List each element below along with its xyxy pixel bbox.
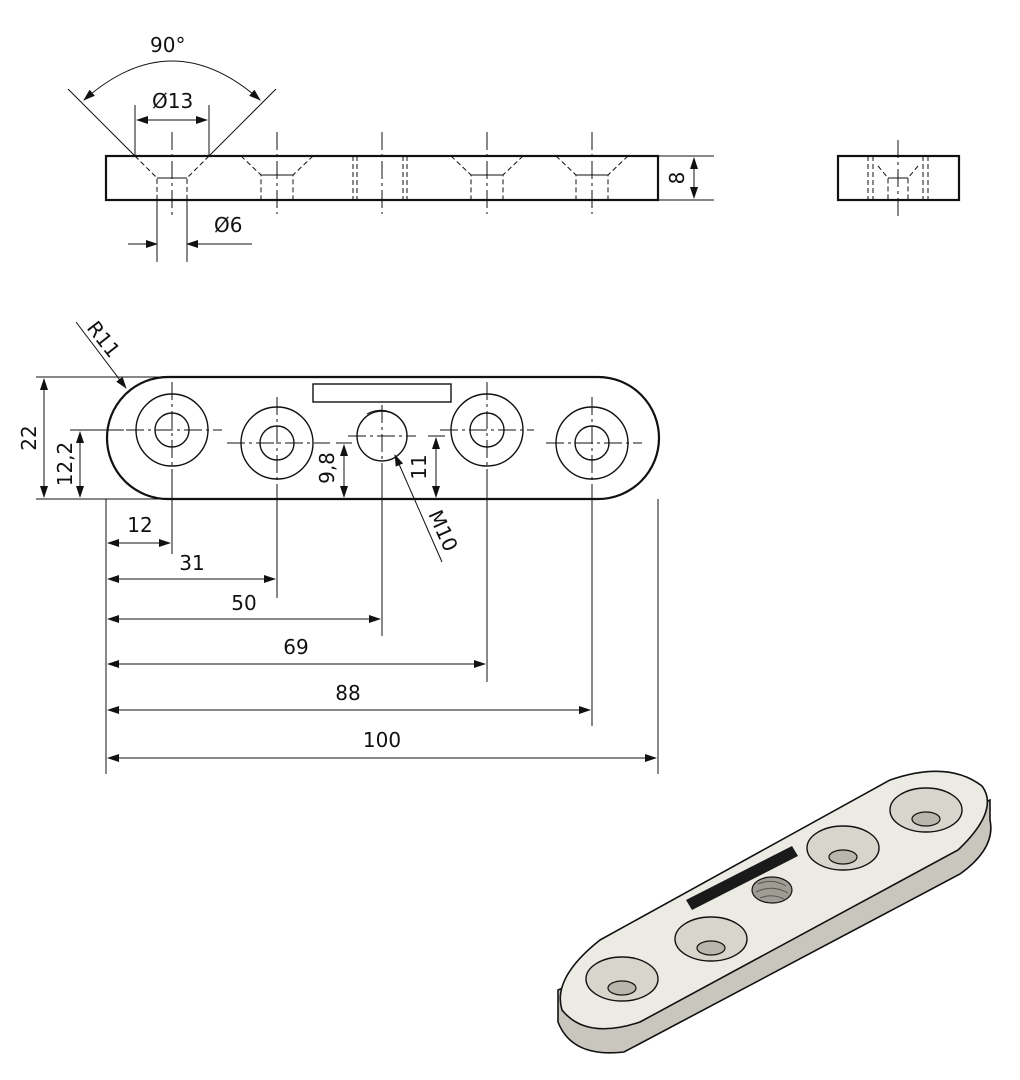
thread-offset-dimension: 11 xyxy=(407,435,445,498)
isometric-view xyxy=(557,770,992,1054)
slot-offset-dimension: 9,8 xyxy=(315,442,352,498)
angle-dimension: 90° xyxy=(67,33,277,157)
engraving-slot xyxy=(312,383,452,403)
thread-offset-label: 11 xyxy=(407,454,431,479)
height-label: 22 xyxy=(17,425,41,450)
thickness-label: 8 xyxy=(665,172,689,185)
dia6-dimension: Ø6 xyxy=(128,200,252,262)
top-view xyxy=(105,375,661,501)
pos1-label: 12 xyxy=(127,513,152,537)
dia13-label: Ø13 xyxy=(152,89,193,113)
dia6-label: Ø6 xyxy=(214,213,242,237)
iso-engraving-slot xyxy=(686,846,798,910)
iso-threaded-hole xyxy=(751,876,793,904)
thread-label: M10 xyxy=(423,506,462,555)
angle-label: 90° xyxy=(150,33,185,57)
pos3-label: 50 xyxy=(231,591,256,615)
position-dimensions: 12 31 50 69 88 100 xyxy=(105,470,659,774)
side-view xyxy=(836,140,961,218)
length-label: 100 xyxy=(363,728,401,752)
radius-label: R11 xyxy=(82,316,125,362)
pos5-label: 88 xyxy=(335,681,360,705)
front-view xyxy=(104,132,660,218)
dia13-dimension: Ø13 xyxy=(134,89,210,156)
center-height-label: 12,2 xyxy=(53,442,77,487)
thickness-dimension: 8 xyxy=(658,155,714,201)
slot-offset-label: 9,8 xyxy=(315,452,339,484)
pos4-label: 69 xyxy=(283,635,308,659)
iso-holes xyxy=(585,787,963,1002)
pos2-label: 31 xyxy=(179,551,204,575)
height-dimensions: 22 12,2 xyxy=(17,376,160,500)
